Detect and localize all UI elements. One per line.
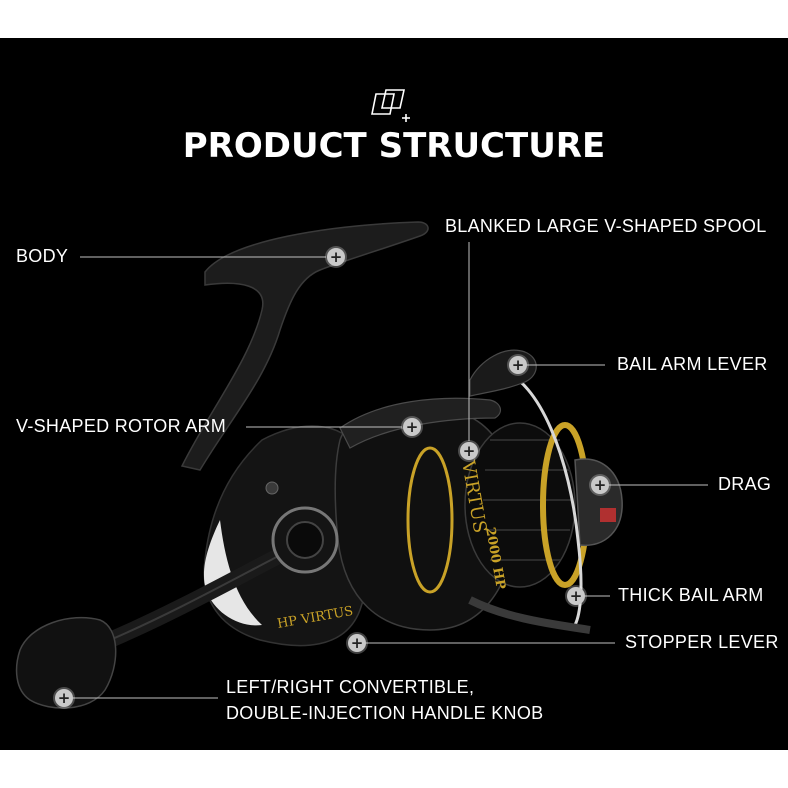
label-handle-knob: LEFT/RIGHT CONVERTIBLE, DOUBLE-INJECTION… xyxy=(226,674,543,726)
label-thick-bail-arm: THICK BAIL ARM xyxy=(618,585,764,605)
hotspot-drag[interactable]: + xyxy=(591,476,609,494)
layers-icon xyxy=(371,89,410,122)
label-bail-arm-lever: BAIL ARM LEVER xyxy=(617,354,768,374)
label-stopper-lever: STOPPER LEVER xyxy=(625,632,779,652)
label-body: BODY xyxy=(16,246,69,266)
label-spool: BLANKED LARGE V-SHAPED SPOOL xyxy=(445,216,767,236)
body-white-accent xyxy=(203,520,262,626)
label-handle-knob-line2: DOUBLE-INJECTION HANDLE KNOB xyxy=(226,703,544,723)
label-rotor-arm: V-SHAPED ROTOR ARM xyxy=(16,416,227,436)
hotspot-handle-knob[interactable]: + xyxy=(55,689,73,707)
drag-red-marker xyxy=(600,508,616,522)
hotspot-stopper-lever[interactable]: + xyxy=(348,634,366,652)
handle-knob xyxy=(15,616,117,709)
page-title: PRODUCT STRUCTURE xyxy=(182,126,606,166)
hotspot-rotor-arm[interactable]: + xyxy=(403,418,421,436)
hotspot-thick-bail-arm[interactable]: + xyxy=(567,587,585,605)
drag-knob xyxy=(574,458,623,547)
hotspot-bail-arm-lever[interactable]: + xyxy=(509,356,527,374)
bail-arm xyxy=(499,368,583,626)
label-drag: DRAG xyxy=(718,474,772,494)
hotspot-spool[interactable]: + xyxy=(460,442,478,460)
hotspot-body[interactable]: + xyxy=(327,248,345,266)
reel-foot xyxy=(180,221,429,471)
label-handle-knob-line1: LEFT/RIGHT CONVERTIBLE, xyxy=(226,677,475,697)
